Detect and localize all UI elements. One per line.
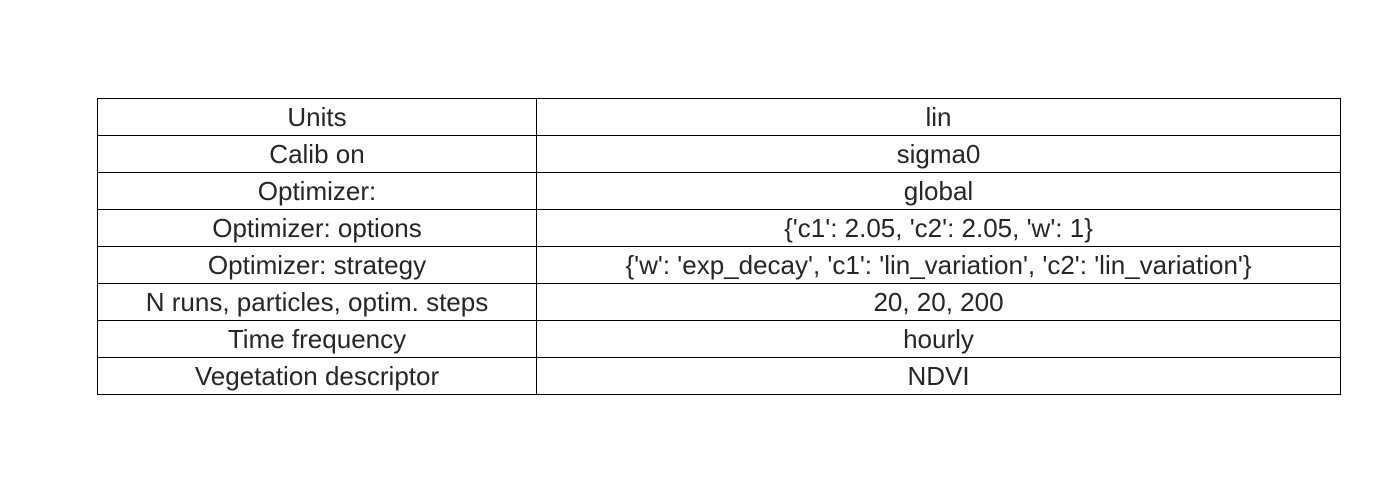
param-value-cell: lin	[536, 98, 1341, 136]
param-value-cell: NDVI	[536, 357, 1341, 395]
table-row: Optimizer: global	[97, 172, 1341, 210]
param-name-cell: N runs, particles, optim. steps	[97, 283, 537, 321]
table-row: N runs, particles, optim. steps 20, 20, …	[97, 283, 1341, 321]
param-name-cell: Time frequency	[97, 320, 537, 358]
param-value-cell: hourly	[536, 320, 1341, 358]
param-name-cell: Optimizer: strategy	[97, 246, 537, 284]
table-row: Optimizer: strategy {'w': 'exp_decay', '…	[97, 246, 1341, 284]
param-value-cell: {'c1': 2.05, 'c2': 2.05, 'w': 1}	[536, 209, 1341, 247]
param-name-cell: Optimizer: options	[97, 209, 537, 247]
table-row: Vegetation descriptor NDVI	[97, 357, 1341, 395]
param-name-cell: Optimizer:	[97, 172, 537, 210]
param-name-cell: Units	[97, 98, 537, 136]
param-value-cell: {'w': 'exp_decay', 'c1': 'lin_variation'…	[536, 246, 1341, 284]
parameters-table: Units lin Calib on sigma0 Optimizer: glo…	[97, 98, 1341, 395]
table-row: Calib on sigma0	[97, 135, 1341, 173]
table-row: Units lin	[97, 98, 1341, 136]
param-value-cell: 20, 20, 200	[536, 283, 1341, 321]
param-name-cell: Calib on	[97, 135, 537, 173]
param-value-cell: global	[536, 172, 1341, 210]
param-value-cell: sigma0	[536, 135, 1341, 173]
table-row: Optimizer: options {'c1': 2.05, 'c2': 2.…	[97, 209, 1341, 247]
parameters-table-body: Units lin Calib on sigma0 Optimizer: glo…	[97, 98, 1341, 395]
table-row: Time frequency hourly	[97, 320, 1341, 358]
param-name-cell: Vegetation descriptor	[97, 357, 537, 395]
